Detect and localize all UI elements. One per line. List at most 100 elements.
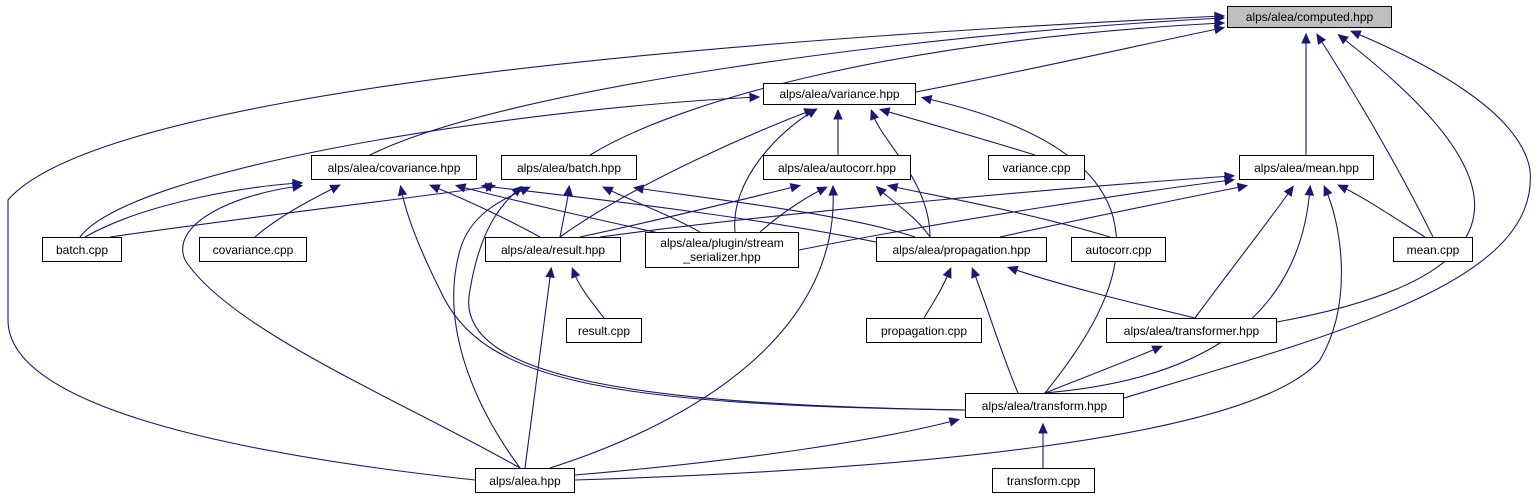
node-batch-cpp[interactable]: batch.cpp [42,237,122,262]
node-label: alps/alea/transform.hpp [981,398,1108,413]
node-label: alps/alea/transformer.hpp [1123,323,1260,338]
edge-arrowhead [571,266,581,279]
node-propagation-hpp[interactable]: alps/alea/propagation.hpp [876,237,1047,262]
node-mean-cpp[interactable]: mean.cpp [1393,237,1473,262]
edge-arrowhead [428,184,441,194]
edge-alea_hpp-to-computed_hpp [7,15,1223,481]
edge-arrowhead [948,417,961,427]
node-mean-hpp[interactable]: alps/alea/mean.hpp [1239,155,1374,180]
node-covariance-hpp[interactable]: alps/alea/covariance.hpp [311,155,477,180]
edge-arrowhead [1223,176,1236,186]
node-label: variance.cpp [1002,160,1071,175]
node-label: alps/alea/covariance.hpp [327,160,461,175]
edge-mean_cpp-to-computed_hpp [1317,35,1434,238]
edge-arrowhead [816,186,828,196]
edge-transform_hpp-to-transformer_hpp [1044,346,1161,394]
edge-arrowhead [1038,422,1048,434]
edge-transform_hpp-to-variance_hpp [923,97,1118,394]
edge-arrowhead [484,182,497,192]
edge-arrowhead [886,182,899,193]
node-variance-cpp[interactable]: variance.cpp [988,155,1085,180]
edge-arrowhead [397,184,408,197]
edge-arrowhead [545,266,555,279]
edge-batch_cpp-to-batch_hpp [109,185,494,238]
edge-propagation_hpp-to-mean_hpp [999,185,1246,238]
edge-result_hpp-to-variance_hpp [559,109,813,238]
node-label: autocorr.cpp [1085,242,1152,257]
edge-transform_hpp-to-covariance_hpp [400,187,966,411]
node-alea-hpp[interactable]: alps/alea.hpp [475,468,575,493]
edge-arrowhead [1151,345,1163,355]
edge-arrowhead [870,108,880,121]
edge-arrowhead [1213,24,1226,35]
edge-alea_hpp-to-mean_hpp [574,187,1342,481]
edge-arrowhead [1350,30,1362,40]
edge-arrowhead [942,267,952,279]
edge-propagation_hpp-to-covariance_hpp [483,185,891,246]
edge-transform_hpp-to-propagation_hpp [972,269,1019,394]
edge-variance_hpp-to-computed_hpp [915,27,1223,93]
edge-arrowhead [1316,33,1327,45]
node-transform-hpp[interactable]: alps/alea/transform.hpp [965,393,1124,418]
edge-transform_hpp-to-batch_hpp [468,187,966,411]
edge-propagation_hpp-to-autocorr_hpp [877,187,931,238]
edge-propagation_cpp-to-propagation_hpp [923,269,951,319]
edge-transformer_hpp-to-mean_hpp [1194,187,1293,319]
edge-batch_hpp-to-computed_hpp [589,22,1223,156]
edge-arrowhead [1006,265,1019,275]
edge-stream_serializer_hpp-to-batch_hpp [604,187,701,233]
node-label: result.cpp [577,323,631,338]
edge-stream_serializer_hpp-to-mean_hpp [798,179,1233,251]
edge-result_hpp-to-mean_hpp [599,175,1233,238]
edge-arrowhead [1337,34,1349,45]
edge-autocorr_cpp-to-autocorr_hpp [889,185,1111,238]
node-label: alps/alea/autocorr.hpp [777,160,897,175]
node-label: alps/alea/plugin/stream _serializer.hpp [660,236,784,264]
edge-arrowhead [1214,11,1226,22]
edge-alea_hpp-to-autocorr_hpp [549,187,834,469]
node-label: mean.cpp [1406,242,1460,257]
edge-result_hpp-to-autocorr_hpp [579,185,799,238]
edge-propagation_hpp-to-batch_hpp [635,187,916,238]
edge-arrowhead [454,183,467,193]
node-batch-hpp[interactable]: alps/alea/batch.hpp [501,155,637,180]
edge-arrowhead [971,266,981,279]
node-label: batch.cpp [55,242,109,257]
edge-arrowhead [1236,182,1249,193]
edge-arrowhead [511,185,523,197]
edge-result_hpp-to-covariance_hpp [431,185,541,238]
edge-alea_hpp-to-transform_hpp [574,419,958,476]
node-transformer-hpp[interactable]: alps/alea/transformer.hpp [1106,318,1277,343]
edge-mean_cpp-to-mean_hpp [1339,185,1426,238]
node-label: covariance.cpp [212,242,294,257]
edge-arrowhead [602,186,614,196]
edge-arrowhead [1323,185,1333,197]
node-propagation-cpp[interactable]: propagation.cpp [866,318,982,343]
edge-arrowhead [563,184,573,196]
edge-stream_serializer_hpp-to-variance_hpp [734,109,816,233]
node-autocorr-cpp[interactable]: autocorr.cpp [1071,237,1166,262]
node-autocorr-hpp[interactable]: alps/alea/autocorr.hpp [763,155,911,180]
edge-arrowhead [1337,184,1349,194]
edge-alea_hpp-to-covariance_hpp [182,185,521,469]
node-stream-serializer-hpp[interactable]: alps/alea/plugin/stream _serializer.hpp [645,232,799,268]
edge-result_cpp-to-result_hpp [572,269,605,319]
node-label: alps/alea/mean.hpp [1254,160,1359,175]
node-transform-cpp[interactable]: transform.cpp [992,468,1095,493]
edge-arrowhead [519,186,531,196]
edge-arrowhead [329,184,341,194]
node-label: alps/alea/computed.hpp [1245,10,1374,24]
node-label: alps/alea/propagation.hpp [892,242,1031,257]
edge-arrowhead [1301,32,1311,44]
edge-arrowhead [749,92,761,103]
node-result-cpp[interactable]: result.cpp [566,318,642,343]
edge-arrowhead [920,95,933,105]
node-variance-hpp[interactable]: alps/alea/variance.hpp [763,83,916,105]
node-covariance-cpp[interactable]: covariance.cpp [199,237,307,262]
node-label: alps/alea/variance.hpp [779,87,900,101]
edge-transformer_hpp-to-computed_hpp [1276,35,1475,323]
node-result-hpp[interactable]: alps/alea/result.hpp [485,237,621,262]
dependency-edges [7,11,1531,481]
node-label: alps/alea/batch.hpp [516,160,622,175]
